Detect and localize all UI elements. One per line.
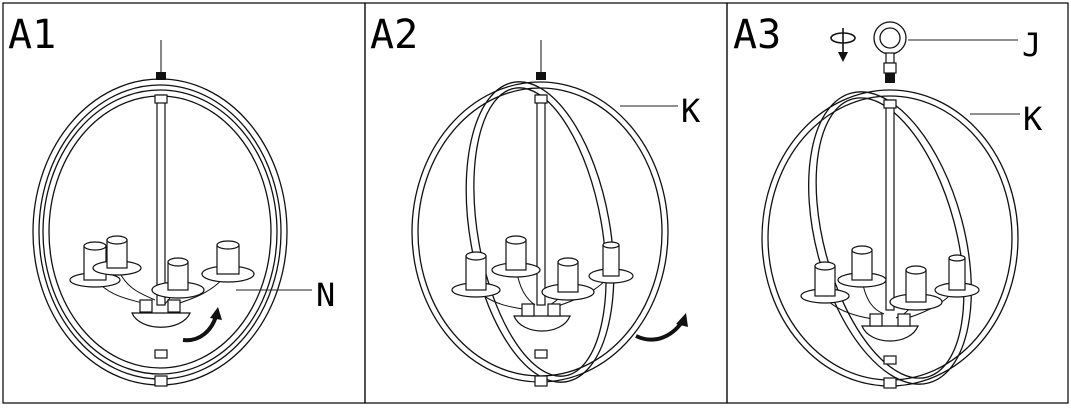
a1-candles [69, 235, 255, 299]
panel-a1: A1 [2, 2, 366, 404]
a1-candle-arms [94, 265, 229, 328]
a3-callout-k: K [1023, 100, 1043, 138]
panel-a3: A3 [726, 2, 1069, 404]
a3-twist-down-arrow-icon [830, 28, 856, 62]
a1-rotate-arrow-icon [182, 307, 222, 343]
a2-cord-cap [536, 72, 546, 80]
a3-center-rod [883, 99, 897, 389]
a1-cord-cap [156, 72, 166, 80]
panel-a2: A2 [364, 2, 728, 404]
a1-callout-n: N [316, 276, 335, 314]
panel-a1-frame [2, 2, 366, 404]
a3-ring-hook-icon [873, 21, 907, 83]
panel-a1-label: A1 [8, 12, 56, 58]
a1-center-rod [154, 94, 168, 387]
a2-callout-k: K [681, 92, 701, 130]
a2-candles [451, 235, 634, 301]
panel-a3-frame [726, 2, 1069, 404]
panel-a2-label: A2 [370, 12, 418, 58]
a2-center-rod [534, 94, 548, 387]
panel-a3-label: A3 [733, 12, 781, 58]
panel-a2-frame [364, 2, 728, 404]
a2-rotate-arrow-icon [635, 313, 688, 342]
a3-candles [800, 245, 980, 311]
a3-callout-j: J [1022, 26, 1041, 64]
